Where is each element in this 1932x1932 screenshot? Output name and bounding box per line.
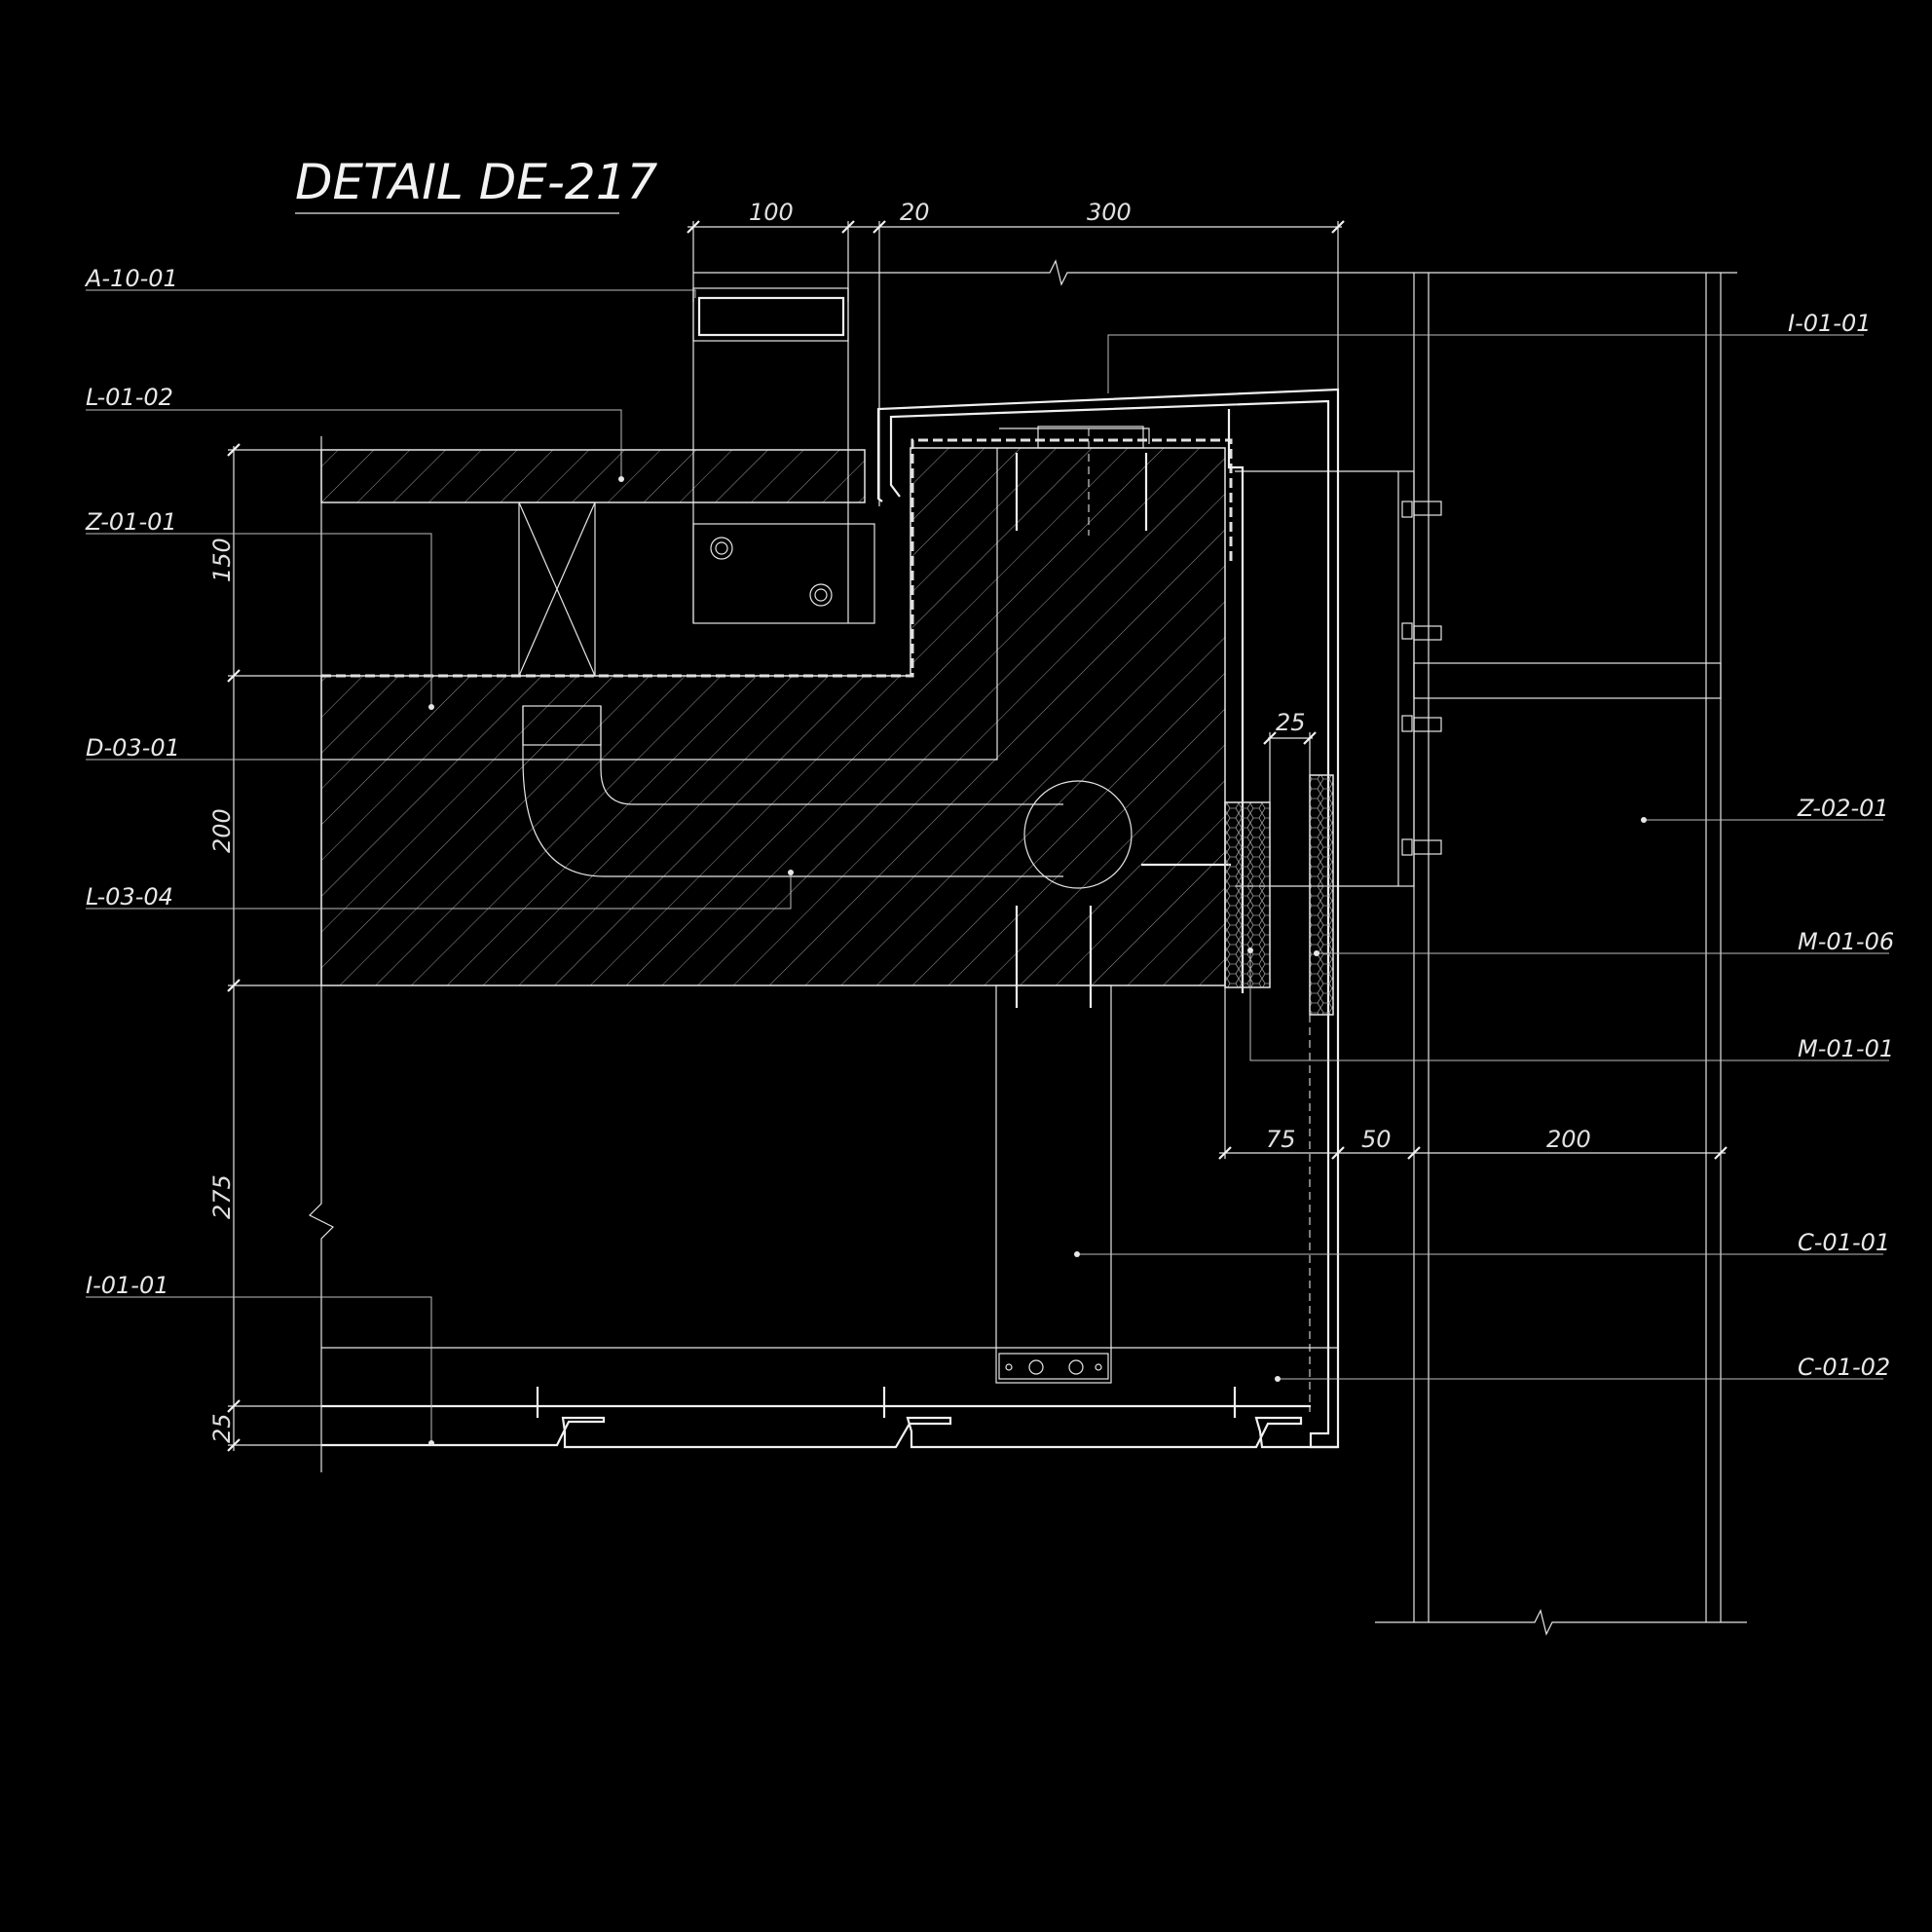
bracket-plate [1235,470,1442,887]
fastener-icon [1005,1359,1102,1375]
label-a-10-01: A-10-01 [84,265,178,292]
flashing-i-01-01 [876,388,1340,1449]
dim-left-150: 150 [208,538,236,582]
drawing-title: DETAIL DE-217 [295,154,658,210]
label-m-01-01: M-01-01 [1798,1035,1894,1062]
bolt-icon [1401,501,1442,856]
dim-top-20: 20 [900,199,930,226]
screw-icon [536,1387,1237,1418]
steel-column [1375,273,1747,1636]
label-z-02-01: Z-02-01 [1797,795,1889,822]
label-i-01-01-bottom: I-01-01 [86,1272,168,1299]
leaders-right: I-01-01 Z-02-01 M-01-06 M-01-01 C-01-01 … [1074,310,1894,1382]
insulation-m-01-06 [1309,774,1334,1016]
anchor-icon [1015,453,1231,1008]
leaders-left: A-10-01 L-01-02 Z-01-01 D-03-01 L-03-04 … [84,265,794,1446]
label-z-01-01: Z-01-01 [85,508,177,536]
insulation-m-01-01 [1224,801,1271,988]
top-break-line [693,259,1737,286]
dim-bottom-50: 50 [1361,1126,1392,1153]
label-d-03-01: D-03-01 [86,734,180,762]
label-l-01-02: L-01-02 [86,384,173,411]
dim-left-25: 25 [208,1413,236,1443]
timber-block [518,502,596,677]
dim-bottom-75: 75 [1266,1126,1296,1153]
label-i-01-01-top: I-01-01 [1788,310,1871,337]
top-dimension: 100 20 300 [687,199,1345,506]
rebar-loop [522,706,1063,877]
rebar-circle [1023,780,1133,889]
left-dimension: 150 200 275 25 [208,436,335,1472]
bottom-dimension: 75 50 200 [1218,987,1728,1160]
label-m-01-06: M-01-06 [1798,928,1894,955]
mid-dimension: 25 [1263,709,1317,802]
dim-left-275: 275 [208,1174,236,1219]
dim-left-200: 200 [208,808,236,853]
tube-a-10-01 [692,287,849,342]
concrete-slab [320,447,1226,986]
label-l-03-04: L-03-04 [86,883,173,910]
profile-c-01-01 [995,985,1112,1384]
label-c-01-02: C-01-02 [1798,1354,1890,1381]
dim-mid-25: 25 [1276,709,1306,736]
soffit-panels [321,1416,1338,1449]
anchor-box [692,523,875,624]
dim-top-300: 300 [1087,199,1132,226]
slab-l-01-02 [320,449,866,503]
dim-top-100: 100 [749,199,794,226]
membrane-z-01-01 [321,438,1233,678]
dim-bottom-200: 200 [1546,1126,1591,1153]
label-c-01-01: C-01-01 [1798,1229,1890,1256]
nut-icon [710,537,833,607]
